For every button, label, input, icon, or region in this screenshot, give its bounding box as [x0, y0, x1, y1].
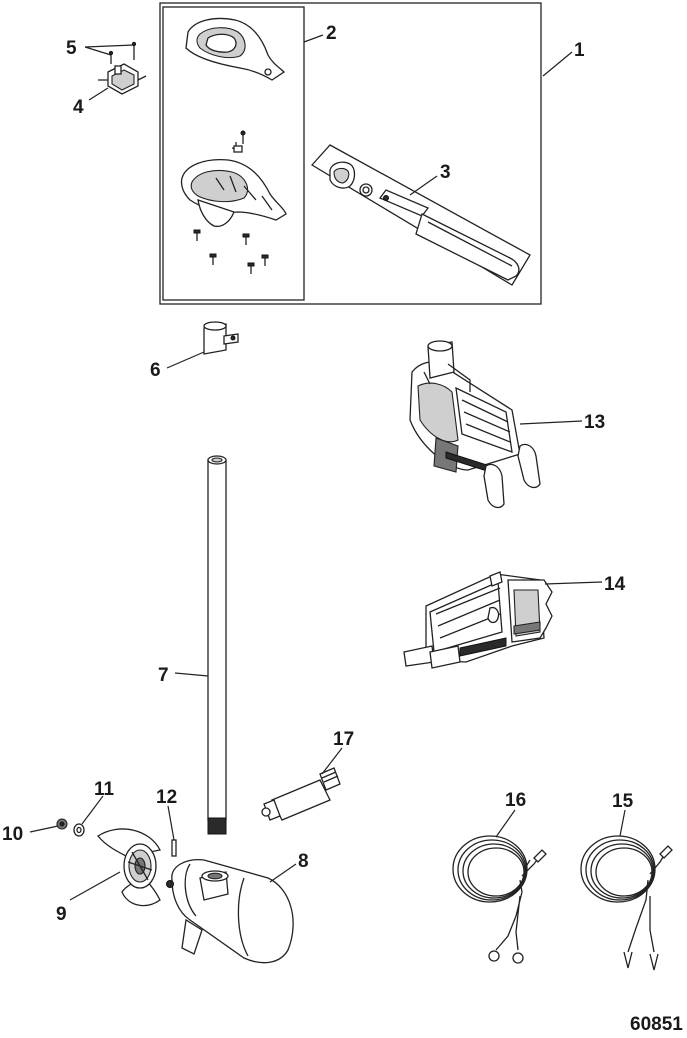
callout-17: 17 — [333, 729, 354, 750]
shaft-collar — [203, 321, 239, 355]
wire-harness-ring-terminals — [452, 835, 547, 964]
leader-lines — [29, 34, 626, 901]
grease-tube — [261, 767, 341, 821]
callout-14: 14 — [604, 574, 626, 595]
control-head-outline-box — [162, 6, 305, 301]
callout-13: 13 — [584, 412, 605, 433]
prop-nut — [56, 818, 68, 830]
lower-unit-motor — [166, 859, 294, 964]
callout-10: 10 — [2, 824, 23, 845]
callout-9: 9 — [56, 904, 67, 925]
motor-shaft — [207, 455, 227, 835]
callout-15: 15 — [612, 791, 634, 812]
callout-3: 3 — [440, 162, 451, 183]
callout-7: 7 — [158, 665, 169, 686]
callout-1: 1 — [574, 40, 585, 61]
clamp-bracket — [403, 571, 553, 669]
propeller — [97, 828, 161, 907]
callout-12: 12 — [156, 787, 177, 808]
prop-washer — [73, 823, 85, 837]
wire-harness-clip-terminals — [580, 835, 673, 971]
tiller-handle-assembly — [310, 144, 531, 286]
drive-pin — [171, 839, 177, 857]
control-head-housing — [180, 130, 287, 228]
callout-16: 16 — [505, 790, 526, 811]
switch-assembly — [98, 63, 147, 95]
kit-outline-box — [159, 2, 542, 305]
figure-id-label: 60851 — [630, 1014, 683, 1035]
control-head-cover — [185, 17, 286, 81]
transom-mount-bracket — [409, 340, 541, 509]
callout-2: 2 — [326, 23, 337, 44]
callout-11: 11 — [94, 779, 115, 800]
callout-6: 6 — [150, 360, 161, 381]
callout-4: 4 — [73, 97, 84, 118]
housing-screws — [193, 229, 269, 274]
callout-8: 8 — [298, 851, 309, 872]
callout-5: 5 — [66, 38, 77, 59]
switch-pins — [108, 41, 137, 64]
